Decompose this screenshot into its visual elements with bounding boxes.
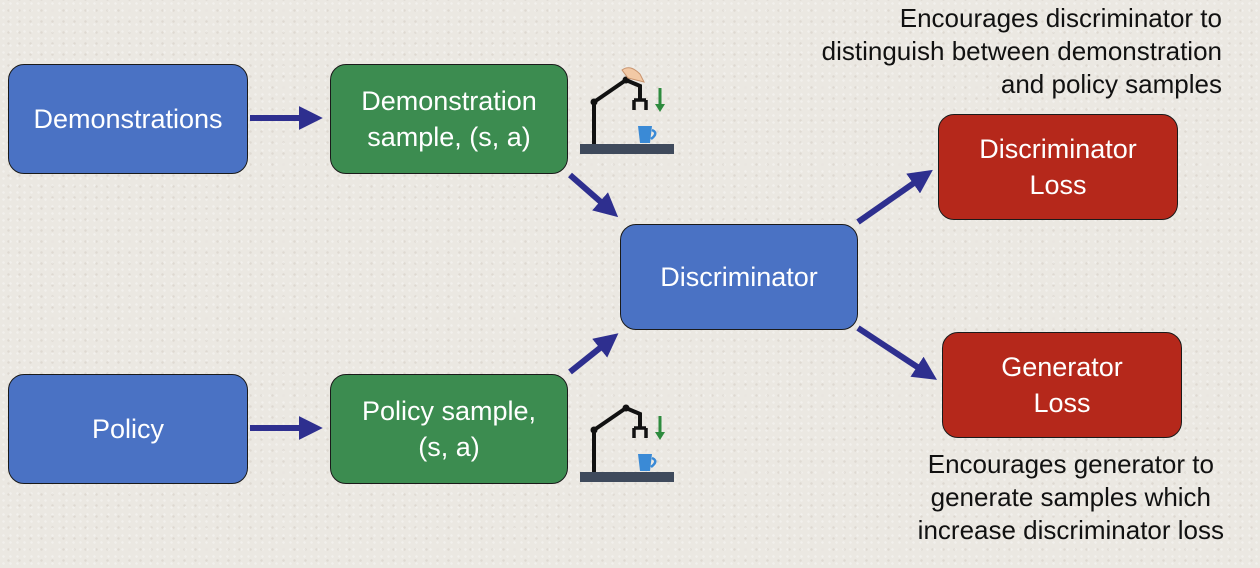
arrow-demo-sample-to-discriminator bbox=[568, 172, 619, 218]
arrow-discriminator-to-generator-loss bbox=[856, 325, 938, 380]
arrow-policy-sample-to-discriminator bbox=[568, 333, 619, 375]
policy-sample-node: Policy sample, (s, a) bbox=[330, 374, 568, 484]
generator-loss-note: Encourages generator to generate samples… bbox=[917, 449, 1224, 545]
discriminator-node: Discriminator bbox=[620, 224, 858, 330]
robot-arm-icon bbox=[580, 404, 674, 482]
discriminator-loss-node: Discriminator Loss bbox=[938, 114, 1178, 220]
demonstration-sample-node: Demonstration sample, (s, a) bbox=[330, 64, 568, 174]
policy-node: Policy bbox=[8, 374, 248, 484]
generator-loss-node: Generator Loss bbox=[942, 332, 1182, 438]
robot-arm-with-hand-icon bbox=[580, 67, 674, 154]
discriminator-loss-note: Encourages discriminator to distinguish … bbox=[821, 3, 1222, 99]
demonstrations-node: Demonstrations bbox=[8, 64, 248, 174]
arrow-discriminator-to-discriminator-loss bbox=[856, 169, 933, 225]
